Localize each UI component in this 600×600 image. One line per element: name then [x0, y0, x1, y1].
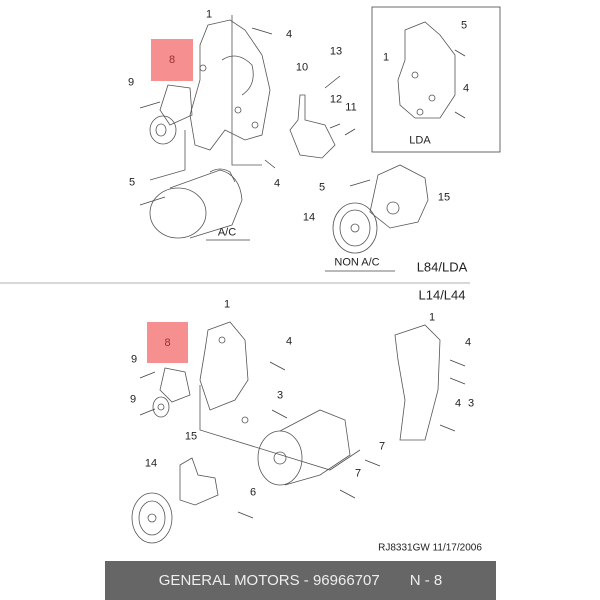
callout-4: 4: [285, 28, 293, 41]
ac-compressor-drawing: [149, 168, 243, 239]
callout-12: 12: [329, 93, 343, 106]
water-pump-drawing-upper: [149, 84, 193, 145]
part-8-label: 8: [164, 336, 171, 349]
callout-15: 15: [437, 191, 451, 204]
tensioner-drawing-upper: [369, 164, 429, 229]
lda-bracket-drawing: [397, 21, 456, 119]
callout-9: 9: [129, 393, 137, 406]
callout-4: 4: [273, 177, 281, 190]
bolt-drawings: [139, 27, 466, 519]
ac-subgroup-label: A/C: [217, 226, 237, 239]
inset-callout-5: 5: [460, 19, 468, 32]
bracket-10-drawing: [289, 94, 336, 159]
callout-7: 7: [354, 467, 362, 480]
callout-13: 13: [329, 45, 343, 58]
callout-5: 5: [128, 176, 136, 189]
callout-4: 4: [454, 397, 462, 410]
right-bracket-drawing-lower: [394, 324, 441, 441]
callout-14: 14: [144, 457, 158, 470]
callout-3: 3: [276, 389, 284, 402]
variant-label-upper: L84/LDA: [416, 259, 468, 275]
callout-5: 5: [318, 181, 326, 194]
callout-10: 10: [295, 61, 309, 74]
drawing-code: RJ8331GW 11/17/2006: [378, 542, 482, 554]
upper-bracket-drawing: [149, 15, 271, 181]
footer-page: N - 8: [409, 572, 443, 589]
inset-callout-4: 4: [462, 82, 470, 95]
footer-bar: GENERAL MOTORS - 96966707 N - 8: [105, 561, 496, 600]
callout-1: 1: [223, 298, 231, 311]
inset-callout-1: 1: [382, 51, 390, 64]
highlighted-part-8-lower[interactable]: 8: [147, 322, 188, 363]
lower-bracket-drawing: [199, 321, 361, 471]
variant-label-lower: L14/L44: [418, 287, 466, 303]
bracket-15-drawing-lower: [179, 457, 219, 506]
callout-15: 15: [184, 430, 198, 443]
footer-brand-part: GENERAL MOTORS - 96966707: [158, 572, 380, 589]
idler-pulley-drawing-upper: [332, 202, 378, 254]
callout-4: 4: [464, 336, 472, 349]
idler-pulley-drawing-lower: [131, 492, 173, 544]
callout-1: 1: [205, 8, 213, 21]
callout-3: 3: [467, 397, 475, 410]
callout-1: 1: [428, 311, 436, 324]
callout-4: 4: [285, 335, 293, 348]
highlighted-part-8-upper[interactable]: 8: [151, 39, 193, 81]
lda-inset-frame: [371, 6, 501, 153]
part-8-label: 8: [168, 54, 176, 66]
callout-9: 9: [127, 76, 135, 89]
inset-title: LDA: [409, 134, 431, 147]
callout-14: 14: [302, 211, 316, 224]
non-ac-subgroup-label: NON A/C: [334, 256, 380, 269]
callout-9: 9: [130, 353, 138, 366]
callout-7: 7: [378, 440, 386, 453]
ac-compressor-drawing-lower: [257, 409, 351, 486]
water-pump-drawing-lower: [152, 367, 191, 418]
callout-6: 6: [249, 486, 257, 499]
callout-11: 11: [345, 101, 357, 114]
